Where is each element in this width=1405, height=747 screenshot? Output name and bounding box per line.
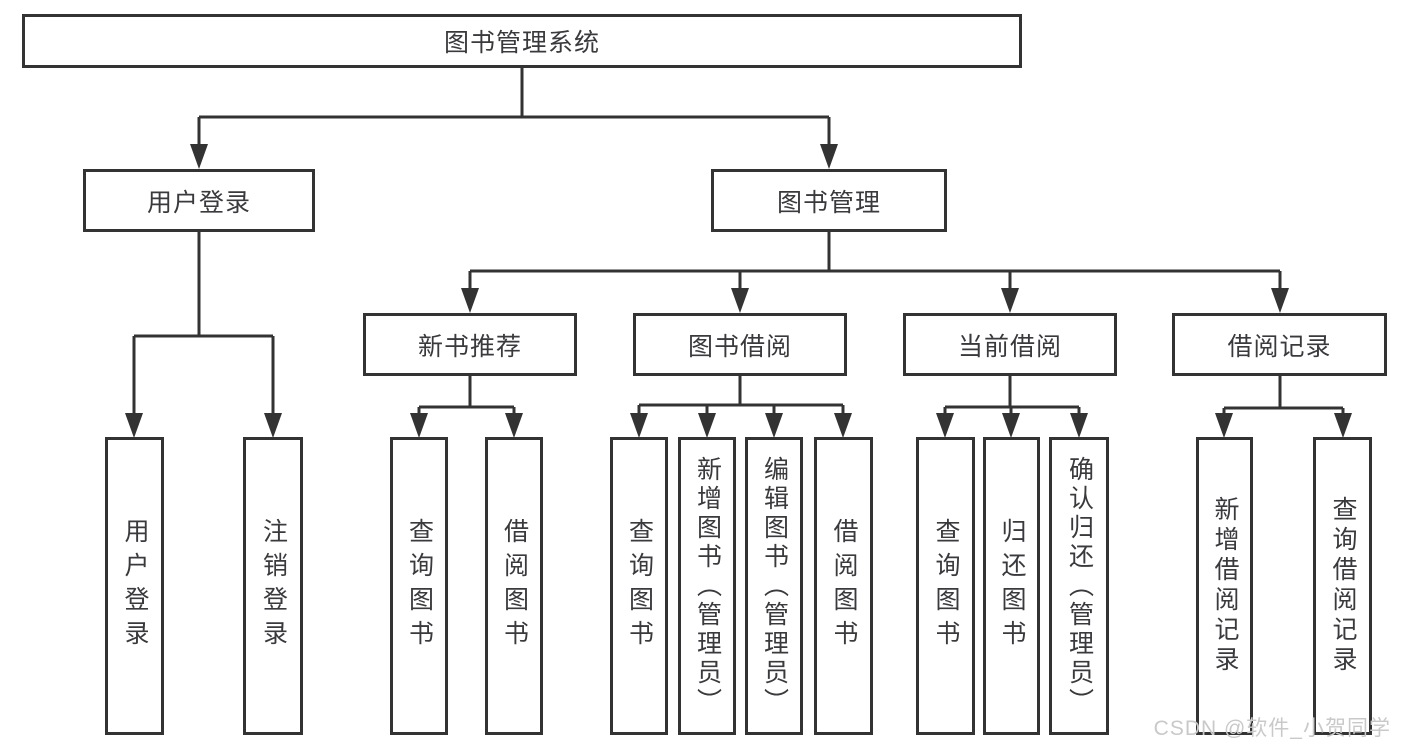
- node-user-login: 用户登录: [83, 169, 315, 232]
- node-borrow-books-recommend: 借阅图书: [485, 437, 543, 735]
- node-query-books-current: 查询图书: [916, 437, 975, 735]
- node-borrow-books-leaf: 借阅图书: [814, 437, 873, 735]
- node-query-borrow-record: 查询借阅记录: [1313, 437, 1372, 735]
- node-return-book: 归还图书: [983, 437, 1040, 735]
- node-user-login-leaf: 用户登录: [105, 437, 164, 735]
- csdn-watermark: CSDN @软件_小贺同学: [1153, 717, 1391, 740]
- node-add-borrow-record: 新增借阅记录: [1196, 437, 1253, 735]
- node-new-book-recommend: 新书推荐: [363, 313, 577, 376]
- node-current-borrowing: 当前借阅: [903, 313, 1117, 376]
- node-logout: 注销登录: [243, 437, 303, 735]
- node-edit-book-admin: 编辑图书（管理员）: [745, 437, 803, 735]
- node-confirm-return-admin: 确认归还（管理员）: [1049, 437, 1109, 735]
- node-book-management: 图书管理: [711, 169, 947, 232]
- node-query-books-recommend: 查询图书: [390, 437, 448, 735]
- node-query-books-borrow: 查询图书: [610, 437, 668, 735]
- node-add-book-admin: 新增图书（管理员）: [678, 437, 736, 735]
- node-library-management-system: 图书管理系统: [22, 14, 1022, 68]
- node-book-borrowing: 图书借阅: [633, 313, 847, 376]
- node-borrowing-records: 借阅记录: [1172, 313, 1387, 376]
